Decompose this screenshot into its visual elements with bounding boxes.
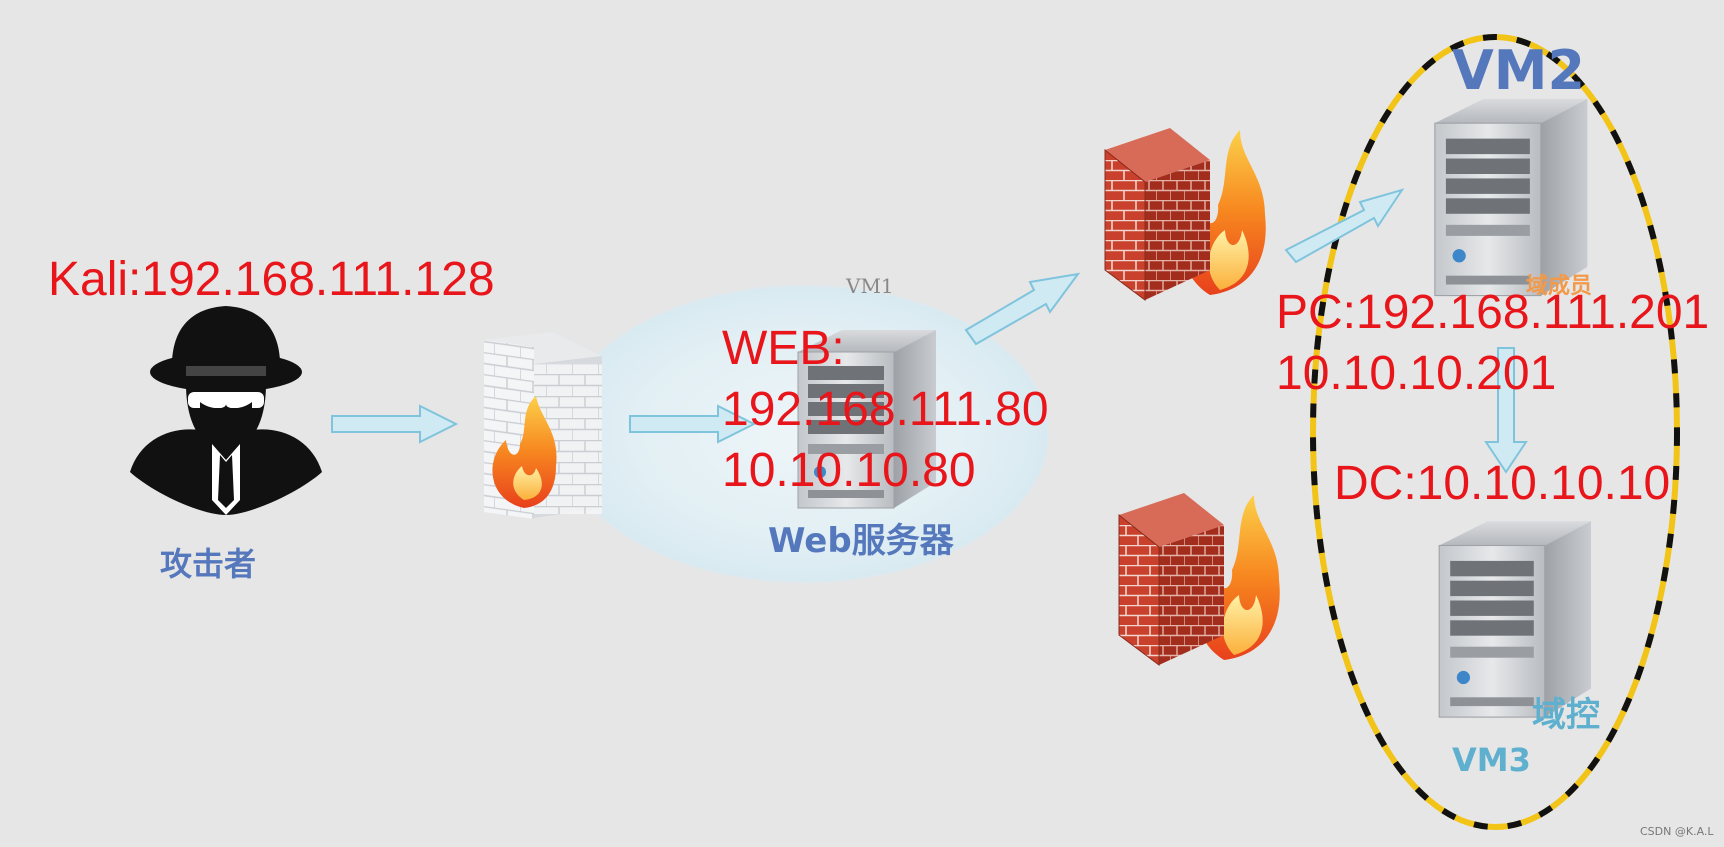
arrow-attacker-to-firewall <box>331 404 459 444</box>
web-ip-label: WEB: 192.168.111.80 10.10.10.80 <box>722 322 1049 497</box>
brick-firewall-icon <box>1104 127 1267 301</box>
pc-ip-label: PC:192.168.111.201 10.10.10.201 <box>1276 286 1710 400</box>
server-icon <box>1434 98 1588 297</box>
domain-boundary-ellipse <box>1310 34 1680 830</box>
attacker-role-label: 攻击者 <box>160 545 257 583</box>
arrow-web-to-firewall <box>964 272 1081 346</box>
dc-ip-label: DC:10.10.10.10 <box>1334 457 1671 510</box>
arrow-pc-to-dc <box>1484 347 1528 474</box>
attacker-ip-label: Kali:192.168.111.128 <box>48 253 495 306</box>
firewall-icon <box>484 332 602 520</box>
vm2-label: VM2 <box>1452 39 1586 102</box>
brick-firewall-icon <box>1118 492 1281 666</box>
server-icon <box>1438 520 1592 718</box>
domain-member-role-label: 域成员 <box>1526 274 1593 299</box>
credit-watermark: CSDN @K.A.L <box>1640 825 1714 838</box>
vm3-label: VM3 <box>1452 741 1531 779</box>
arrow-firewall-to-pc <box>1284 188 1405 264</box>
arrow-firewall-to-web <box>629 404 757 444</box>
domain-controller-role-label: 域控 <box>1532 695 1600 735</box>
hacker-icon <box>130 306 322 515</box>
vm1-label: VM1 <box>846 274 894 298</box>
web-role-label: Web服务器 <box>768 521 954 561</box>
